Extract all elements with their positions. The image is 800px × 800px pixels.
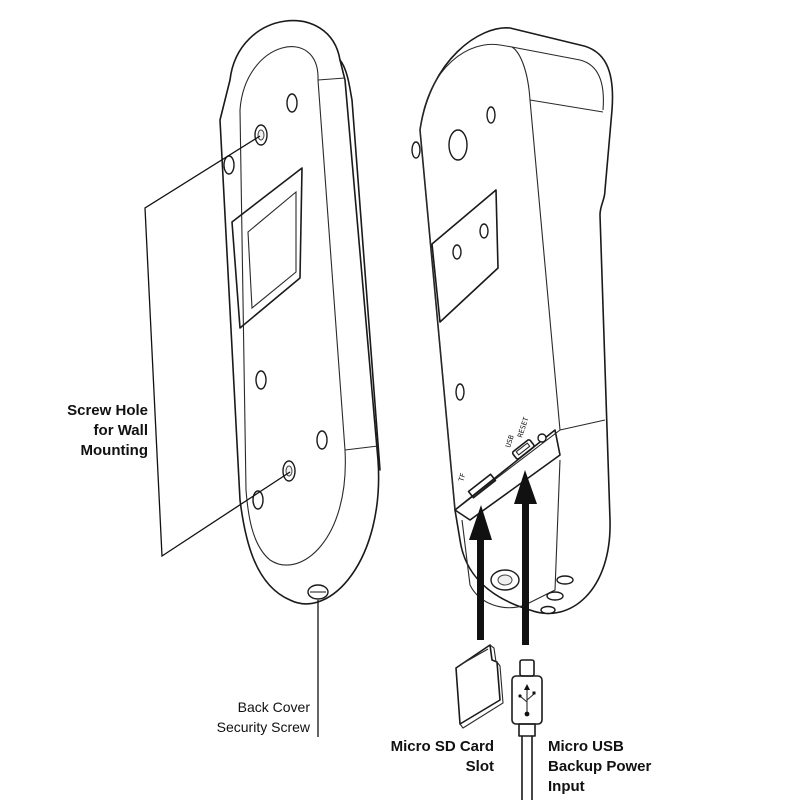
- micro-usb-plug-icon: [511, 659, 543, 800]
- callout-micro-usb: Micro USB Backup Power Input: [548, 737, 698, 797]
- back-cover-plate: [219, 19, 381, 605]
- port-label-tf: TF: [457, 472, 467, 482]
- sd-insert-arrow: [469, 505, 492, 640]
- micro-sd-card-icon: [455, 644, 504, 729]
- callout-micro-usb-line-1: Micro USB: [548, 738, 624, 755]
- callout-screw-hole-line-2: for Wall: [93, 422, 148, 439]
- port-label-reset: RESET: [516, 415, 530, 438]
- screw-hole-leader: [144, 135, 291, 558]
- callout-micro-sd-line-1: Micro SD Card: [390, 738, 494, 755]
- callout-screw-hole: Screw Hole for Wall Mounting: [30, 401, 148, 461]
- device-body: [411, 27, 614, 615]
- callout-micro-sd: Micro SD Card Slot: [376, 737, 494, 777]
- usb-insert-arrow: [514, 470, 537, 645]
- callout-back-cover: Back Cover Security Screw: [180, 697, 310, 737]
- callout-micro-sd-line-2: Slot: [465, 758, 494, 775]
- port-label-usb: USB: [504, 434, 516, 449]
- callout-micro-usb-line-2: Backup Power: [548, 758, 652, 775]
- callout-back-cover-line-1: Back Cover: [237, 699, 310, 715]
- callout-screw-hole-line-3: Mounting: [80, 442, 148, 459]
- callout-micro-usb-line-3: Input: [548, 778, 585, 795]
- callout-screw-hole-line-1: Screw Hole: [67, 402, 148, 419]
- callout-back-cover-line-2: Security Screw: [216, 719, 310, 735]
